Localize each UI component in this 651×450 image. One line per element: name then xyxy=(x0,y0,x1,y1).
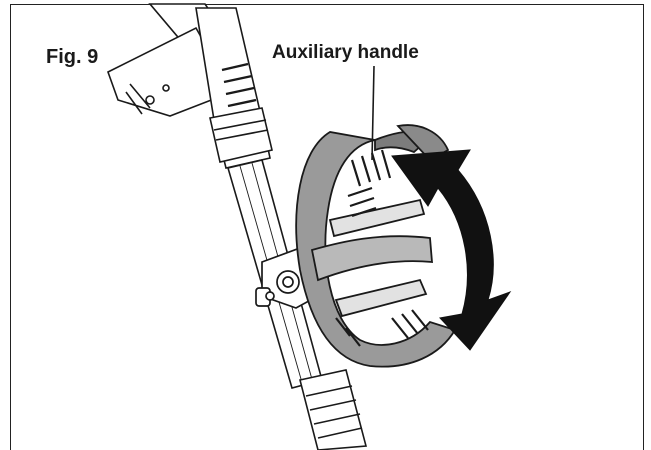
rotation-arrow-icon xyxy=(391,149,512,351)
lower-coupling xyxy=(299,369,368,450)
shaft-grip xyxy=(195,7,273,169)
auxiliary-handle xyxy=(295,124,457,368)
callout-leader-line xyxy=(371,65,375,161)
figure-label: Fig. 9 xyxy=(46,46,99,68)
auxiliary-handle-label: Auxiliary handle xyxy=(272,42,419,63)
